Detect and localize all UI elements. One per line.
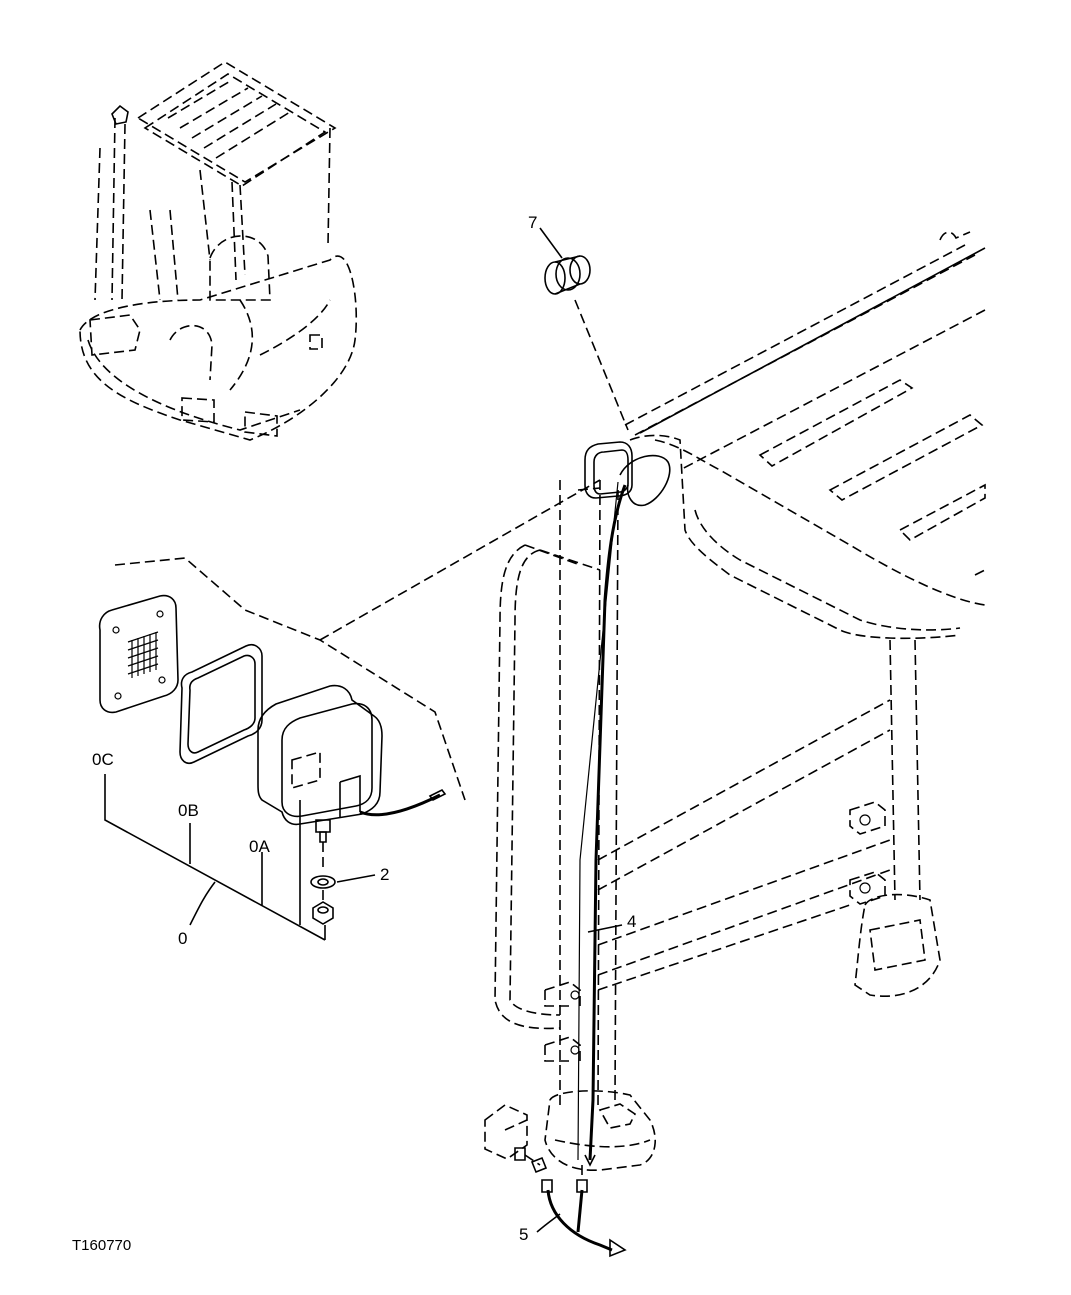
callout-0C: 0C (92, 750, 114, 769)
leader-0 (189, 881, 216, 926)
callout-0B: 0B (178, 801, 199, 820)
lamp-housing-0A (257, 684, 447, 843)
harness-5 (524, 1154, 627, 1258)
callout-5: 5 (519, 1225, 528, 1244)
callout-tree (104, 774, 326, 941)
figure-id: T160770 (72, 1237, 131, 1254)
callout-4: 4 (627, 912, 636, 931)
washer-nut-2 (310, 842, 336, 925)
lens-0C (98, 594, 179, 714)
machine-overview-inset (79, 61, 358, 441)
mounted-work-light (577, 441, 671, 507)
canopy-structure (484, 231, 986, 1171)
leader-2 (336, 874, 376, 883)
work-light-exploded-view (98, 479, 601, 941)
callout-0A: 0A (249, 837, 270, 856)
harness-4 (577, 481, 627, 1167)
callout-0: 0 (178, 929, 187, 948)
leader-4 (587, 924, 623, 933)
callout-2: 2 (380, 865, 389, 884)
callout-7: 7 (528, 213, 537, 232)
leader-5 (536, 1213, 561, 1233)
grommet-7 (539, 227, 629, 431)
gasket-0B (179, 643, 263, 765)
